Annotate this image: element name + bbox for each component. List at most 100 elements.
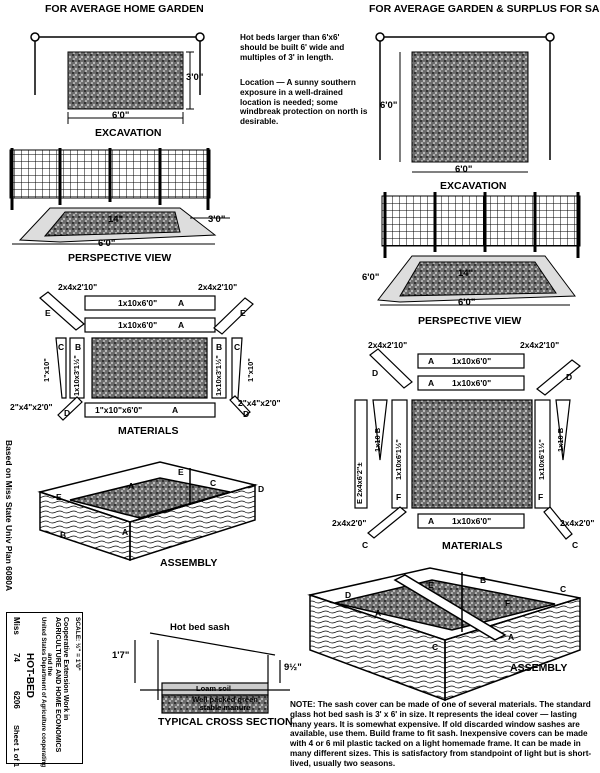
left-mat-e1: E bbox=[45, 308, 51, 318]
left-mat-board-b2: 1x10x3'1½" bbox=[214, 355, 223, 396]
left-mat-a2: A bbox=[178, 320, 185, 330]
left-material-pieces bbox=[39, 291, 254, 421]
right-excavation-depth: 6'0" bbox=[380, 100, 398, 111]
left-mat-a3: A bbox=[172, 405, 179, 415]
left-asm-b: B bbox=[60, 530, 67, 540]
left-mat-d2: D bbox=[243, 409, 250, 419]
right-asm-d: D bbox=[345, 590, 352, 600]
right-pit-width-side: 6'0" bbox=[362, 272, 380, 283]
left-mat-board-c2: 1"x10" bbox=[246, 358, 255, 382]
left-perspective-dims bbox=[12, 217, 230, 245]
right-material-pieces bbox=[354, 348, 581, 540]
left-asm-c: C bbox=[210, 478, 217, 488]
title-block-org2: AGRICULTURE AND HOME ECONOMICS bbox=[54, 617, 61, 753]
right-mat-c1: C bbox=[362, 540, 369, 550]
right-layout-strings bbox=[375, 32, 555, 160]
right-fence-posts bbox=[383, 192, 580, 258]
right-asm-c: C bbox=[560, 584, 567, 594]
left-excavation-area bbox=[67, 51, 184, 110]
left-mat-bottom-right: 2"x4"x2'0" bbox=[238, 398, 281, 408]
left-asm-e2: E bbox=[56, 492, 62, 502]
title-block-org1: Cooperative Extension Work in bbox=[62, 617, 69, 721]
left-asm-a2: A bbox=[122, 527, 129, 537]
right-perspective-caption: PERSPECTIVE VIEW bbox=[418, 315, 522, 327]
left-mat-board-a1: 1x10x6'0" bbox=[118, 298, 158, 308]
left-fence-posts bbox=[10, 148, 210, 210]
right-mat-f2: F bbox=[538, 492, 544, 502]
location-note: Location — A sunny southern exposure in … bbox=[240, 78, 368, 127]
right-mat-board-a2: 1x10x6'0" bbox=[452, 378, 492, 388]
cross-section-manure: Well packed green stable manure bbox=[192, 695, 258, 712]
left-asm-d: D bbox=[258, 484, 265, 494]
left-assembly-caption: ASSEMBLY bbox=[160, 557, 218, 569]
cross-section-front: 9½" bbox=[284, 662, 302, 673]
title-block-org4: United States Department of Agriculture … bbox=[40, 617, 46, 768]
right-pit bbox=[399, 261, 557, 297]
cover-note: NOTE: The sash cover can be made of one … bbox=[290, 700, 592, 768]
right-mat-d1: D bbox=[372, 368, 379, 378]
size-note: Hot beds larger than 6'x6' should be bui… bbox=[240, 33, 345, 62]
right-mat-board-a1: 1x10x6'0" bbox=[452, 356, 492, 366]
left-pit-length: 3'0" bbox=[208, 214, 226, 225]
right-asm-a2: A bbox=[508, 632, 515, 642]
cross-section-caption: TYPICAL CROSS SECTION bbox=[158, 716, 293, 728]
left-pit-depth: 14" bbox=[108, 214, 124, 225]
right-mat-top-left: 2x4x2'10" bbox=[368, 340, 408, 350]
right-asm-f: F bbox=[505, 598, 511, 608]
left-excavation-caption: EXCAVATION bbox=[95, 127, 162, 139]
right-mat-board-f1: 1x10x6'1½" bbox=[394, 439, 403, 480]
right-excavation-dims bbox=[399, 52, 528, 173]
right-mat-top-right: 2x4x2'10" bbox=[520, 340, 560, 350]
right-assembly-caption: ASSEMBLY bbox=[510, 662, 568, 674]
left-perspective-caption: PERSPECTIVE VIEW bbox=[68, 252, 172, 264]
right-mat-board-b1: 1x10 B bbox=[373, 427, 382, 452]
right-mat-c2: C bbox=[572, 540, 579, 550]
heading-right: FOR AVERAGE GARDEN & SURPLUS FOR SALE bbox=[369, 3, 600, 15]
cross-section-loam: Loam soil bbox=[196, 684, 232, 693]
cross-section-drawing bbox=[134, 632, 290, 714]
left-mat-top-left: 2x4x2'10" bbox=[58, 282, 98, 292]
left-mat-a1: A bbox=[178, 298, 185, 308]
left-mat-board-b1: 1x10x3'1½" bbox=[72, 355, 81, 396]
right-mat-f1: F bbox=[396, 492, 402, 502]
title-block-title: HOT-BED bbox=[24, 653, 35, 698]
title-block-org3: and the bbox=[46, 653, 53, 677]
right-excavation-area bbox=[411, 51, 529, 163]
right-mat-a1: A bbox=[428, 356, 435, 366]
left-assembly-frame bbox=[37, 461, 258, 562]
right-asm-b: B bbox=[480, 575, 487, 585]
right-mat-a3: A bbox=[428, 516, 435, 526]
left-mat-d1: D bbox=[64, 408, 71, 418]
left-mat-b1: B bbox=[75, 342, 82, 352]
left-mat-b2: B bbox=[216, 342, 223, 352]
heading-left: FOR AVERAGE HOME GARDEN bbox=[45, 3, 204, 15]
right-mat-bottom-left: 2x4x2'0" bbox=[332, 518, 367, 528]
right-mat-board-a3: 1x10x6'0" bbox=[452, 516, 492, 526]
left-mat-c1: C bbox=[58, 342, 65, 352]
cross-section-height: 1'7" bbox=[112, 650, 130, 661]
left-mat-top-right: 2x4x2'10" bbox=[198, 282, 238, 292]
right-asm-c2: C bbox=[432, 642, 439, 652]
right-mat-board-f2: 1x10x6'1½" bbox=[537, 439, 546, 480]
right-materials-caption: MATERIALS bbox=[442, 540, 503, 552]
left-mat-e2: E bbox=[240, 308, 246, 318]
right-pit-depth: 14" bbox=[458, 268, 474, 279]
right-mat-d2: D bbox=[566, 372, 573, 382]
left-asm-e: E bbox=[178, 467, 184, 477]
left-mat-bottom-left: 2"x4"x2'0" bbox=[10, 402, 53, 412]
right-asm-a1: A bbox=[375, 608, 382, 618]
title-block-sheet: Sheet 1 of 1 bbox=[12, 725, 21, 768]
left-pit-width: 6'0" bbox=[98, 238, 116, 249]
right-mat-a2: A bbox=[428, 378, 435, 388]
left-excavation-width: 6'0" bbox=[112, 110, 130, 121]
right-mat-board-b2: 1x10 B bbox=[556, 427, 565, 452]
left-asm-a1: A bbox=[128, 481, 135, 491]
left-mat-board-c1: 1"x10" bbox=[42, 358, 51, 382]
title-block-code: 6206 bbox=[12, 691, 21, 709]
right-mat-bottom-right: 2x4x2'0" bbox=[560, 518, 595, 528]
right-excavation-width: 6'0" bbox=[455, 164, 473, 175]
left-excavation-dims bbox=[67, 51, 194, 124]
left-pit bbox=[43, 211, 181, 237]
cross-section-sash: Hot bed sash bbox=[170, 622, 230, 633]
